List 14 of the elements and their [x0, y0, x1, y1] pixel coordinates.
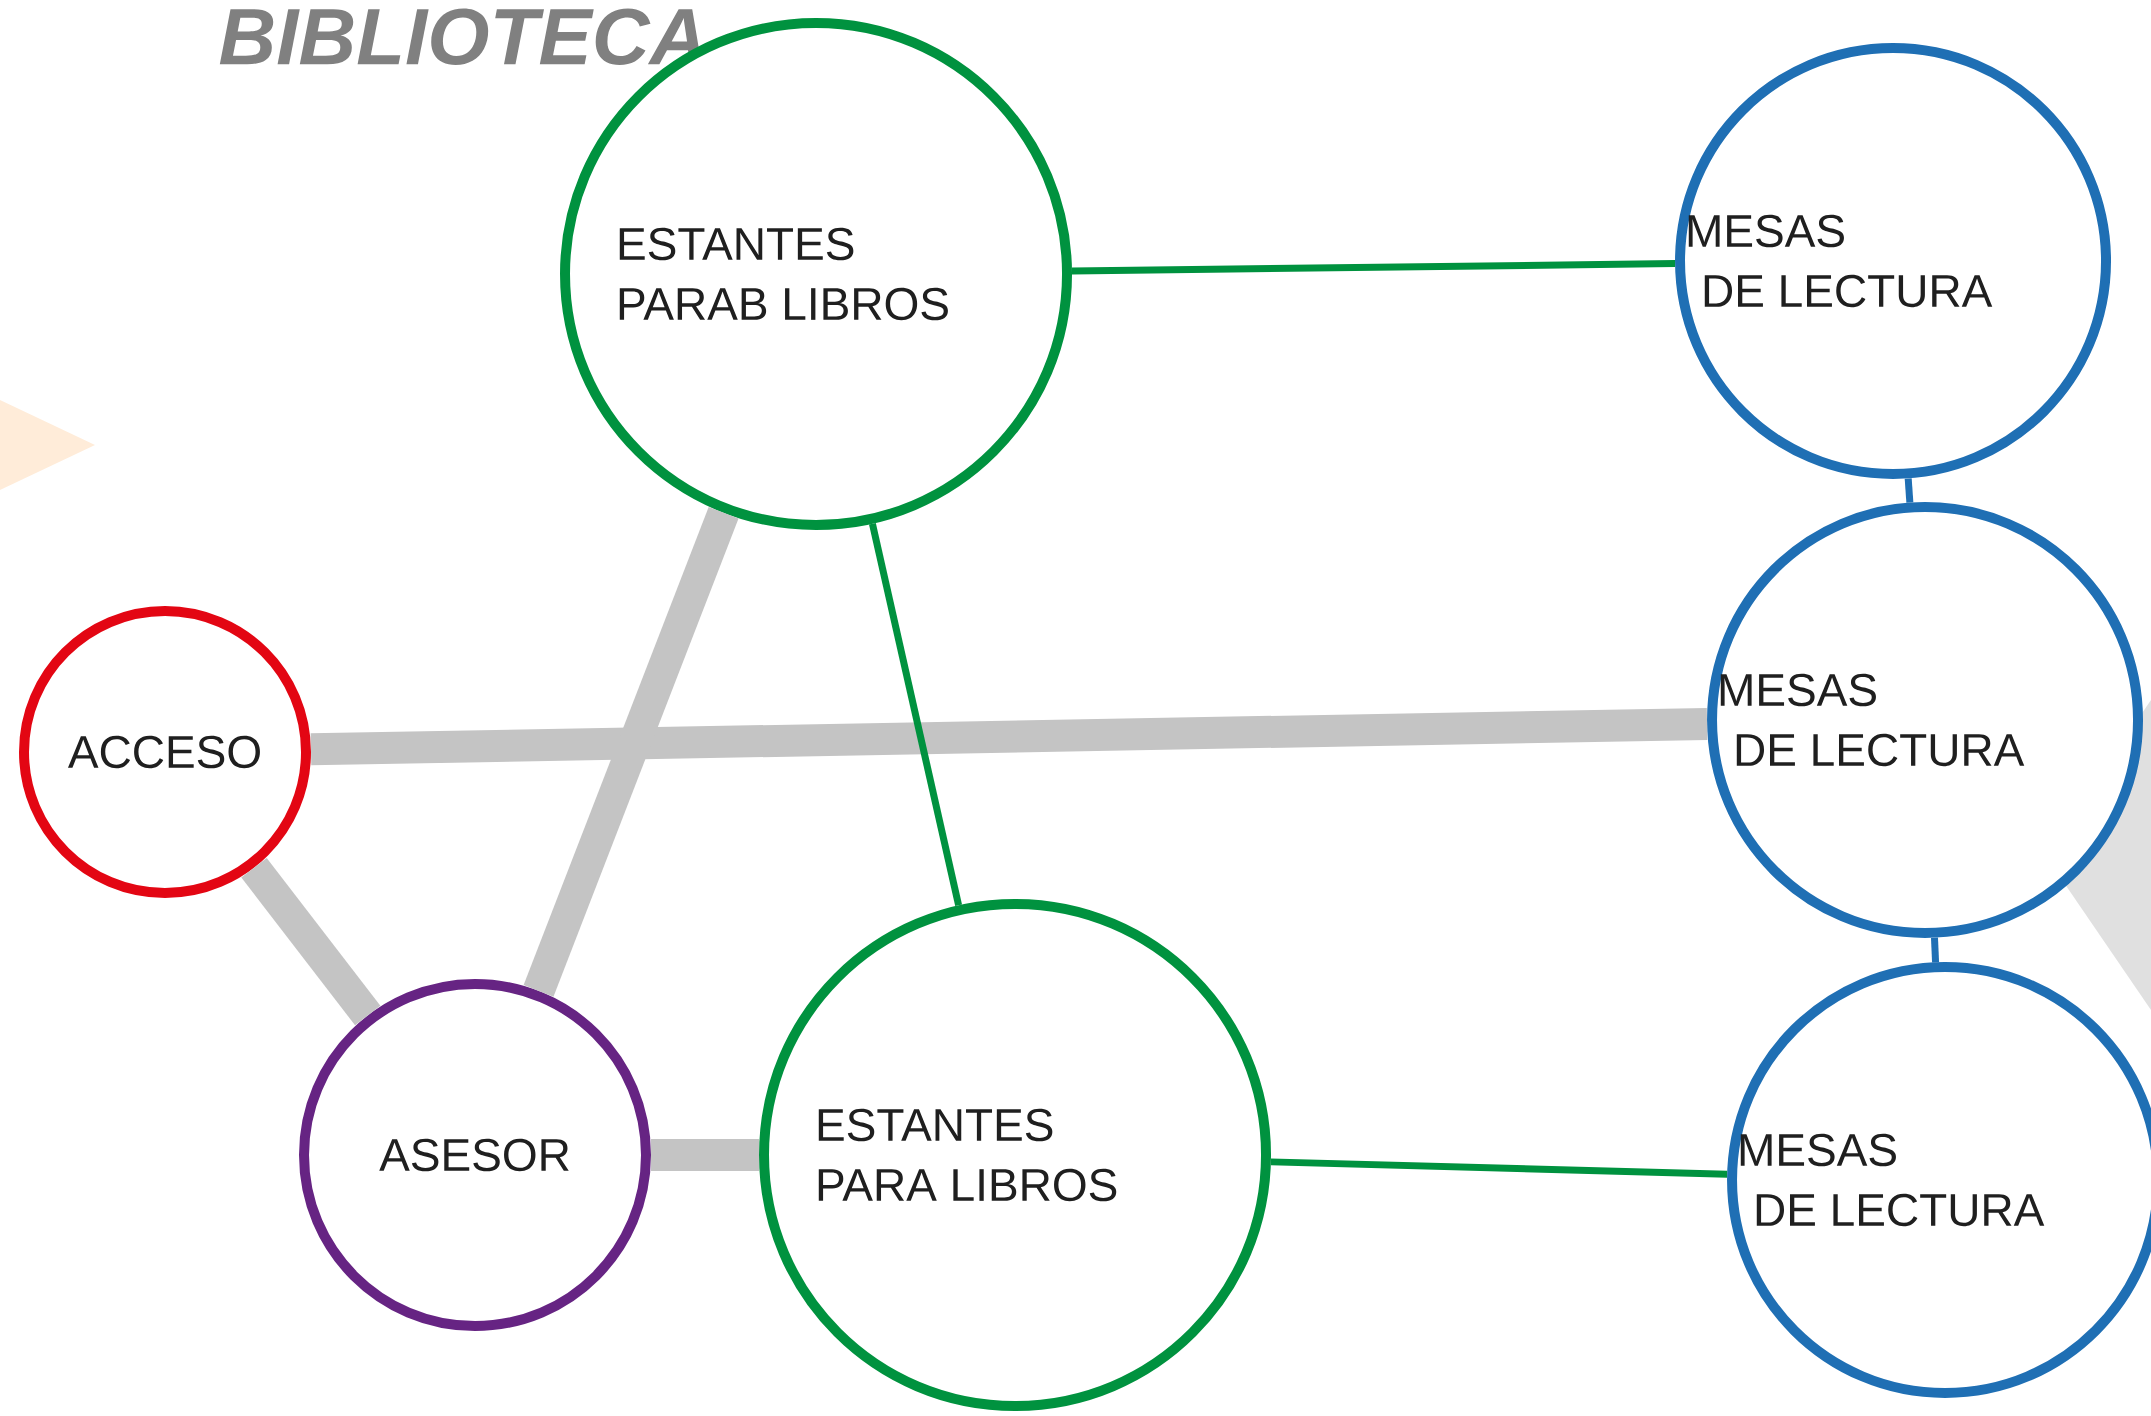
connector [1270, 1158, 1728, 1178]
circle-node: MESAS DE LECTURA [1707, 502, 2143, 938]
connector [310, 707, 1708, 766]
connector [523, 506, 739, 997]
connector [1931, 937, 1940, 963]
connector [241, 857, 381, 1026]
connector [1071, 260, 1676, 275]
circle-node: ESTANTES PARA LIBROS [759, 899, 1271, 1411]
connector [869, 522, 963, 907]
circle-node: ACCESO [19, 606, 311, 898]
node-label: MESAS DE LECTURA [1720, 673, 2025, 767]
connector [651, 1139, 759, 1171]
circle-node: MESAS DE LECTURA [1675, 43, 2111, 479]
circle-node: ASESOR [299, 979, 651, 1331]
